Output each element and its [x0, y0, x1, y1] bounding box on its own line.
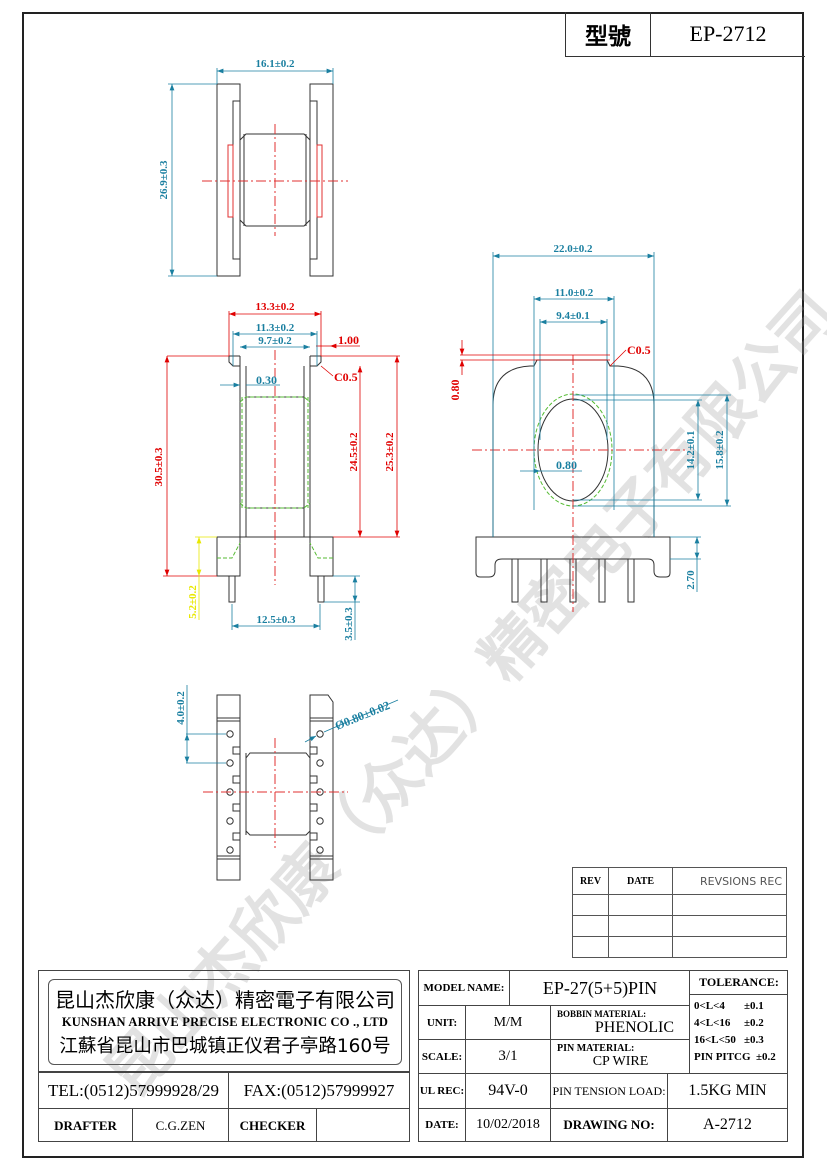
dim-side-core-height: 14.2±0.1 [685, 430, 697, 469]
revision-table: REV DATE REVSIONS REC [572, 867, 787, 958]
rev-row [572, 894, 787, 916]
dim-side-overall-width: 22.0±0.2 [553, 243, 593, 255]
dim-side-chamfer: C0.5 [627, 343, 651, 357]
tolerance-row: 4<L<16±0.2 [694, 1017, 764, 1029]
rev-header-rev: REV [572, 867, 609, 895]
model-name-label: MODEL NAME: [419, 971, 510, 1005]
date-value: 10/02/2018 [466, 1109, 551, 1141]
spec-grid: MODEL NAME: EP-27(5+5)PIN UNIT: M/M BOBB… [418, 970, 788, 1142]
model-label: 型號 [566, 12, 651, 56]
scale-label: SCALE: [419, 1040, 466, 1073]
dim-front-pin-span: 12.5±0.3 [256, 614, 296, 626]
tolerance-row: 16<L<50±0.3 [694, 1034, 764, 1046]
dim-front-flange-step: 1.00 [338, 333, 359, 347]
rev-header-revisions: REVSIONS REC [672, 867, 787, 895]
front-view [216, 350, 334, 603]
front-view-dims [163, 311, 400, 640]
company-block: 昆山杰欣康（众达）精密電子有限公司 KUNSHAN ARRIVE PRECISE… [38, 970, 410, 1072]
tolerance-title: TOLERANCE: [690, 970, 788, 995]
checker-label: CHECKER [229, 1109, 317, 1142]
dim-bottom-pin-diameter: Ø0.80±0.02 [333, 698, 392, 733]
model-number-box: 型號 EP-2712 [565, 12, 805, 57]
unit-value: M/M [466, 1006, 551, 1039]
dim-front-wall: 0.30 [256, 373, 277, 387]
drawing-frame [22, 12, 804, 1158]
dim-front-flange-height: 25.3±0.2 [384, 432, 396, 472]
unit-label: UNIT: [419, 1006, 466, 1039]
tel: TEL:(0512)57999928/29 [39, 1073, 229, 1108]
tolerance-row: PIN PITCG±0.2 [694, 1051, 776, 1063]
bottom-view-dims [184, 685, 399, 764]
dim-front-base-height: 5.2±0.2 [187, 585, 199, 619]
checker-value [317, 1109, 409, 1142]
rev-header-date: DATE [608, 867, 673, 895]
pin-material-label: PIN MATERIAL: [557, 1043, 635, 1054]
bobbin-material-label: BOBBIN MATERIAL: [557, 1008, 647, 1019]
bobbin-material: BOBBIN MATERIAL: PHENOLIC [551, 1006, 690, 1039]
dim-top-width: 16.1±0.2 [255, 58, 295, 70]
pin-material: PIN MATERIAL: CP WIRE [551, 1040, 690, 1073]
ul-rec-value: 94V-0 [466, 1074, 551, 1108]
date-label: DATE: [419, 1109, 466, 1141]
tolerance-block: TOLERANCE: 0<L<4±0.1 4<L<16±0.2 16<L<50±… [689, 970, 788, 1073]
dim-side-core-wall: 0.80 [556, 458, 577, 472]
dim-front-core-width: 9.7±0.2 [258, 335, 292, 347]
drafter-label: DRAFTER [39, 1109, 133, 1142]
dim-front-chamfer: C0.5 [334, 370, 358, 384]
model-value: EP-2712 [689, 21, 767, 46]
rev-row [572, 936, 787, 958]
dim-top-height: 26.9±0.3 [158, 160, 170, 200]
pin-tension-value: 1.5KG MIN [688, 1082, 767, 1099]
dim-side-outer-core-height: 15.8±0.2 [714, 430, 726, 470]
pin-tension-label: PIN TENSION LOAD: [551, 1074, 668, 1108]
drawing-no-value: A-2712 [703, 1116, 752, 1133]
dim-side-step: 0.80 [448, 380, 462, 401]
company-name-en: KUNSHAN ARRIVE PRECISE ELECTRONIC CO ., … [61, 1015, 389, 1029]
dim-side-core-width: 9.4±0.1 [556, 310, 590, 322]
pin-material-value: CP WIRE [592, 1054, 649, 1069]
ul-rec-label: UL REC: [419, 1074, 466, 1108]
dim-front-overall-width: 13.3±0.2 [255, 301, 295, 313]
model-name-value: EP-27(5+5)PIN [542, 977, 658, 998]
dim-bottom-pin-pitch: 4.0±0.2 [175, 691, 187, 725]
bobbin-material-value: PHENOLIC [594, 1018, 674, 1036]
scale-value: 3/1 [466, 1040, 551, 1073]
company-name-cn: 昆山杰欣康（众达）精密電子有限公司 [55, 988, 395, 1012]
fax: FAX:(0512)57999927 [243, 1080, 395, 1100]
contact-grid: TEL:(0512)57999928/29 FAX:(0512)57999927… [38, 1072, 410, 1142]
rev-row [572, 915, 787, 937]
bottom-view [203, 694, 348, 881]
drawing-no-label: DRAWING NO: [551, 1109, 668, 1141]
dim-front-winding-height: 24.5±0.2 [348, 432, 360, 472]
dim-front-pin-length: 3.5±0.3 [343, 607, 355, 641]
dim-side-slot-width: 11.0±0.2 [555, 287, 594, 299]
dim-front-inner-width: 11.3±0.2 [256, 322, 295, 334]
top-view-dims [168, 68, 334, 277]
tolerance-row: 0<L<4±0.1 [694, 1000, 764, 1012]
top-view [202, 83, 348, 277]
dim-front-overall-height: 30.5±0.3 [153, 447, 165, 487]
dim-side-base-height: 2.70 [685, 570, 697, 590]
side-view-dims [459, 252, 731, 592]
drafter-value: C.G.ZEN [133, 1109, 229, 1142]
company-address: 江蘇省昆山市巴城镇正仪君子亭路160号 [59, 1036, 391, 1057]
